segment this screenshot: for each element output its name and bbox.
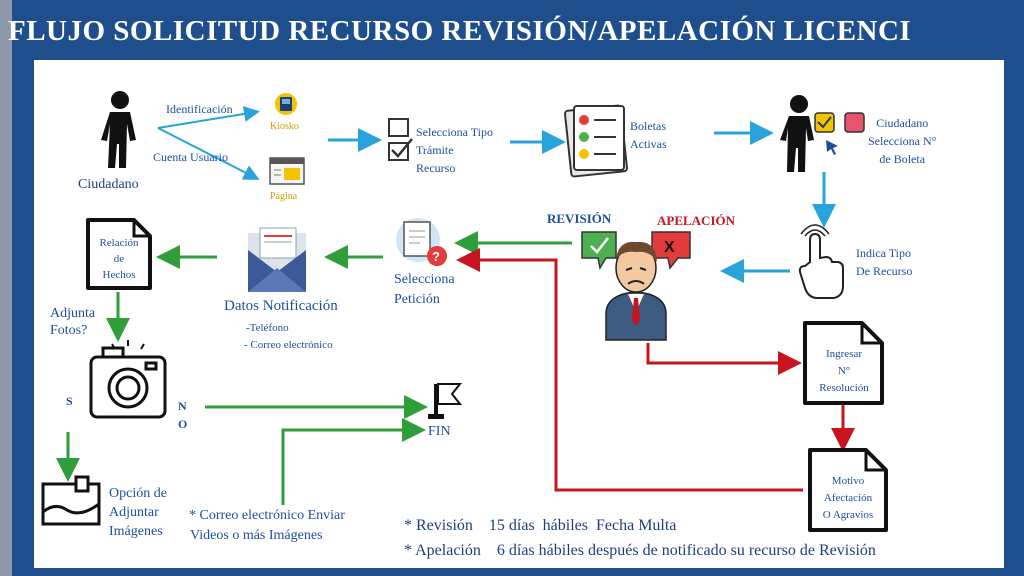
resolucion-document-icon xyxy=(803,321,884,405)
boletas-line2: Activas xyxy=(630,137,667,151)
ciudadano-sel-line2: Selecciona N° xyxy=(868,134,937,148)
cuenta-usuario-label: Cuenta Usuario xyxy=(153,150,228,164)
boletas-line1: Boletas xyxy=(630,119,666,133)
relacion-line1: Relación xyxy=(99,237,139,249)
relacion-line3: Hechos xyxy=(102,269,136,281)
image-attach-icon xyxy=(41,475,101,526)
selecciona-tipo-line1: Selecciona Tipo xyxy=(416,125,493,139)
selecciona-tipo-label: Selecciona Tipo Trámite Recurso xyxy=(416,123,493,177)
adjunta-fotos-label: Adjunta Fotos? xyxy=(50,305,95,339)
person-icon xyxy=(101,91,136,168)
svg-text:X: X xyxy=(664,239,675,256)
no-line1: N xyxy=(178,399,187,413)
ciudadano-label: Ciudadano xyxy=(78,177,139,192)
checklist-icon xyxy=(564,104,628,178)
motivo-line1: Motivo xyxy=(831,475,865,487)
note-apelacion: * Apelación 6 días hábiles después de no… xyxy=(404,542,876,559)
correo-enviar-label: * Correo electrónico Enviar Videos o más… xyxy=(189,506,345,546)
no-line2: O xyxy=(178,417,188,431)
note-revision: * Revisión 15 días hábiles Fecha Multa xyxy=(404,517,677,534)
ingresar-resolucion-label: Ingresar N° Resolución xyxy=(808,346,880,397)
adjunta-line2: Fotos? xyxy=(50,323,88,338)
peticion-line1: Selecciona xyxy=(394,272,455,287)
selecciona-tipo-line2: Trámite xyxy=(416,143,454,157)
pagina-label: Página xyxy=(270,191,298,202)
opcion-line1: Opción de xyxy=(109,486,167,501)
opcion-adjuntar-label: Opción de Adjuntar Imágenes xyxy=(109,484,167,541)
ingresar-line3: Resolución xyxy=(819,382,869,394)
page-title: FLUJO SOLICITUD RECURSO REVISIÓN/APELACI… xyxy=(8,15,912,47)
camera-icon xyxy=(89,340,167,419)
relacion-line2: de xyxy=(113,253,125,265)
fin-label: FIN xyxy=(428,424,451,439)
motivo-line2: Afectación xyxy=(823,492,873,504)
datos-notificacion-label: Datos Notificación xyxy=(224,298,338,314)
angry-person-icon: X xyxy=(581,231,691,341)
boletas-label: Boletas Activas xyxy=(630,117,667,153)
blue-arrows xyxy=(157,106,836,283)
indica-tipo-line2: De Recurso xyxy=(856,264,913,278)
ingresar-line2: N° xyxy=(837,365,851,377)
arrow-to-kiosko xyxy=(157,106,260,129)
adjunta-line1: Adjunta xyxy=(50,306,96,321)
correo-enviar-line1: * Correo electrónico Enviar xyxy=(189,508,345,523)
identificacion-label: Identificación xyxy=(166,102,233,116)
green-arrows xyxy=(56,231,572,505)
red-arrows xyxy=(456,248,855,492)
motivo-label: Motivo Afectación O Agravios xyxy=(811,473,885,524)
envelope-icon xyxy=(248,227,306,292)
motivo-document-icon xyxy=(808,448,888,532)
motivo-line3: O Agravios xyxy=(822,509,874,521)
no-label: N O xyxy=(178,397,187,433)
ingresar-line1: Ingresar xyxy=(825,348,863,360)
petition-document-icon: ? xyxy=(396,218,447,266)
indica-tipo-label: Indica Tipo De Recurso xyxy=(856,244,912,280)
si-label: S xyxy=(66,394,73,408)
person-select-icon xyxy=(780,95,865,172)
ciudadano-selecciona-label: Ciudadano Selecciona N° de Boleta xyxy=(868,114,936,168)
opcion-line3: Imágenes xyxy=(109,524,163,539)
selecciona-tipo-line3: Recurso xyxy=(416,161,456,175)
arrow-correo-to-fin xyxy=(281,418,426,505)
kiosko-label: Kiosko xyxy=(270,121,299,132)
peticion-line2: Petición xyxy=(394,292,440,307)
correo-enviar-line2: Videos o más Imágenes xyxy=(190,528,323,543)
relacion-document-icon xyxy=(86,218,152,290)
flag-icon xyxy=(428,383,463,419)
indica-tipo-line1: Indica Tipo xyxy=(856,246,912,260)
kiosko-icon xyxy=(275,93,297,115)
checkbox-icon xyxy=(388,118,413,161)
relacion-hechos-label: Relación de Hechos xyxy=(88,235,150,283)
correo-label: - Correo electrónico xyxy=(244,339,333,351)
arrow-motivo-to-peticion xyxy=(456,248,803,492)
hand-pointer-icon xyxy=(798,224,844,299)
revision-label: REVISIÓN xyxy=(547,211,612,226)
arrow-to-pagina xyxy=(157,127,260,180)
ciudadano-sel-line1: Ciudadano xyxy=(876,116,929,130)
web-page-icon xyxy=(269,157,305,185)
arrow-person-to-ingresar xyxy=(646,343,802,375)
opcion-line2: Adjuntar xyxy=(109,505,159,520)
ciudadano-sel-line3: de Boleta xyxy=(879,152,926,166)
apelacion-label: APELACIÓN xyxy=(657,213,736,228)
svg-text:?: ? xyxy=(432,249,440,264)
selecciona-peticion-label: Selecciona Petición xyxy=(394,270,455,310)
telefono-label: -Teléfono xyxy=(246,322,289,334)
left-edge-bar xyxy=(0,0,12,576)
